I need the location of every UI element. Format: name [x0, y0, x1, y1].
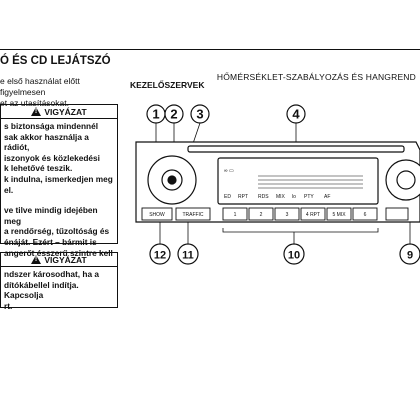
- header-title: HŐMÉRSÉKLET-SZABÁLYOZÁS ÉS HANGREND: [216, 72, 416, 82]
- display-label-lo: lo: [292, 194, 296, 200]
- traffic-button: [175, 207, 211, 221]
- display-label-rpt: RPT: [238, 194, 248, 200]
- controls-title: KEZELŐSZERVEK: [130, 80, 205, 90]
- header-rule: [0, 49, 420, 50]
- right-function-button: [385, 207, 409, 221]
- preset-button-4: [300, 207, 326, 221]
- warning-line: ve tilve mindig idejében meg: [4, 205, 98, 226]
- warning-box-jumpstart: ! VIGYÁZAT ndszer károsodhat, ha a dítók…: [0, 252, 118, 311]
- warning-line: dítókábellel indítja. Kapcsolja: [4, 279, 79, 301]
- warning-line: k lehetővé teszik.: [4, 163, 73, 174]
- callout-9: 9: [407, 250, 413, 262]
- preset-button-3: [274, 207, 300, 221]
- preset-label-5: 5 MIX: [332, 212, 346, 218]
- preset-label-6: 6: [364, 212, 367, 218]
- warning-line: el.: [4, 184, 14, 195]
- callout-3: 3: [196, 107, 203, 122]
- show-button: [141, 207, 173, 221]
- warning-triangle-icon: !: [31, 255, 42, 264]
- svg-text:∞ ▭: ∞ ▭: [224, 168, 234, 174]
- warning-box-safety: ! VIGYÁZAT s biztonsága mindennél sak ak…: [0, 104, 118, 258]
- callout-1: 1: [152, 107, 159, 122]
- display-label-rds: RDS: [258, 194, 269, 200]
- traffic-button-label: TRAFFIC: [182, 212, 203, 218]
- cd-slot: [187, 145, 405, 153]
- warning-line: iszonyok és közlekedési: [4, 152, 100, 163]
- intro-line: et az utasításokat.: [0, 98, 69, 108]
- display-label-af: AF: [324, 194, 330, 200]
- warning-line: [4, 195, 114, 205]
- radio-diagram: 1 2 3 4 12 11 10 9: [128, 94, 420, 294]
- preset-button-5: [326, 207, 352, 221]
- callout-10: 10: [288, 250, 300, 262]
- warning-line: énáját. Ezért – bármit is: [4, 236, 97, 247]
- warning-header: ! VIGYÁZAT: [1, 105, 117, 119]
- preset-button-1: [222, 207, 248, 221]
- preset-label-4: 4 RPT: [306, 212, 320, 218]
- display-label-pty: PTY: [304, 194, 314, 200]
- intro-text: e első használat előtt figyelmesen et az…: [0, 76, 118, 109]
- warning-line: ndszer károsodhat, ha a: [4, 269, 99, 279]
- preset-button-2: [248, 207, 274, 221]
- warning-line: k indulna, ismerkedjen meg: [4, 173, 113, 184]
- preset-label-1: 1: [234, 212, 237, 218]
- callout-2: 2: [170, 107, 177, 122]
- section-title: Ó ÉS CD LEJÁTSZÓ: [0, 55, 111, 67]
- page-header: HŐMÉRSÉKLET-SZABÁLYOZÁS ÉS HANGREND: [0, 36, 420, 82]
- callout-12: 12: [154, 250, 166, 262]
- warning-body: ndszer károsodhat, ha a dítókábellel ind…: [1, 267, 117, 313]
- display-label-ed: ED: [224, 194, 231, 200]
- warning-triangle-icon: !: [31, 107, 42, 116]
- callout-4: 4: [292, 107, 300, 122]
- preset-label-3: 3: [286, 212, 289, 218]
- preset-button-6: [352, 207, 378, 221]
- warning-line: sak akkor használja a rádiót,: [4, 131, 89, 153]
- show-button-label: SHOW: [149, 212, 165, 218]
- warning-title: VIGYÁZAT: [44, 254, 87, 265]
- display-label-mix: MIX: [276, 194, 286, 200]
- intro-line: e első használat előtt figyelmesen: [0, 76, 80, 97]
- warning-line: a rendőrség, tűzoltóság és: [4, 226, 110, 237]
- warning-line: s biztonsága mindennél: [4, 121, 99, 131]
- warning-header: ! VIGYÁZAT: [1, 253, 117, 267]
- warning-title: VIGYÁZAT: [44, 106, 87, 117]
- display-window: [217, 157, 379, 205]
- preset-label-2: 2: [260, 212, 263, 218]
- callout-11: 11: [182, 250, 194, 262]
- warning-body: s biztonsága mindennél sak akkor használ…: [1, 119, 117, 260]
- warning-line: rt.: [4, 300, 13, 311]
